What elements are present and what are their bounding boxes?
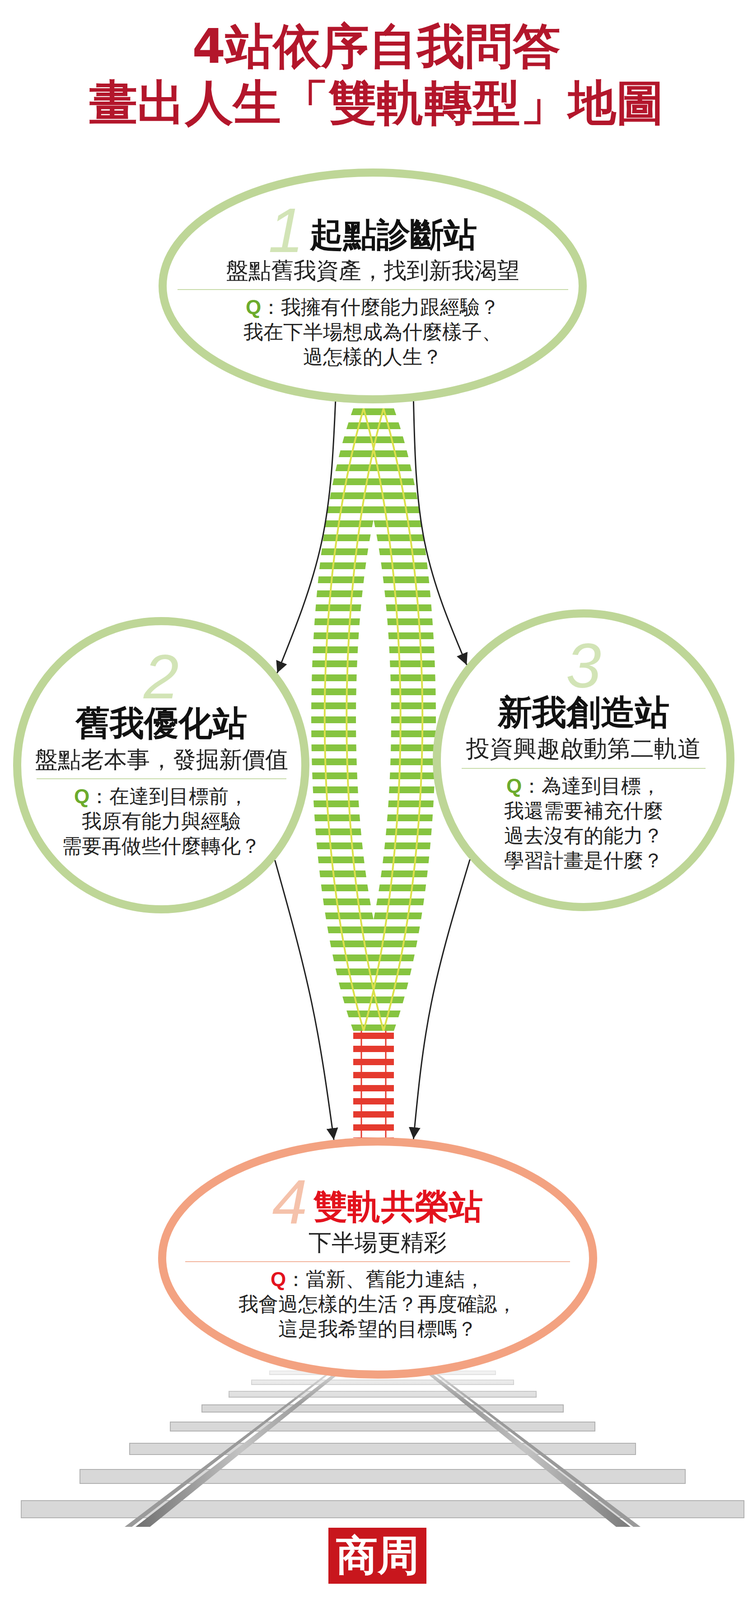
station-heading: 起點診斷站 — [309, 215, 478, 254]
station-node: 3新我創造站投資興趣啟動第二軌道 Q：為達到目標， 我還需要補充什麼 過去沒有的能… — [432, 609, 735, 912]
divider-rule — [36, 778, 287, 780]
flow-arrow — [275, 860, 334, 1140]
divider-rule — [177, 289, 569, 290]
question-box: Q：當新、舊能力連結， 我會過怎樣的生活？再度確認， 這是我希望的目標嗎？ — [158, 1266, 598, 1342]
question-mark: Q — [245, 295, 262, 319]
station-number: 2 — [143, 649, 179, 704]
station-subtitle-box: 盤點舊我資產，找到新我渴望 — [225, 256, 520, 286]
station-subtitle: 盤點舊我資產，找到新我渴望 — [225, 257, 520, 284]
station-content: 3新我創造站投資興趣啟動第二軌道 Q：為達到目標， 我還需要補充什麼 過去沒有的能… — [432, 609, 735, 912]
flow-arrow — [277, 401, 336, 674]
railway-photo — [0, 1355, 753, 1527]
station-ellipse — [17, 621, 306, 910]
station-head-row: 3新我創造站 — [497, 638, 670, 732]
station-outline — [158, 168, 587, 404]
question-box: Q：為達到目標， 我還需要補充什麼 過去沒有的能力？ 學習計畫是什麼？ — [432, 773, 735, 873]
question-text: ：為達到目標， 我還需要補充什麼 過去沒有的能力？ 學習計畫是什麼？ — [504, 774, 664, 872]
station-node: 1起點診斷站盤點舊我資產，找到新我渴望Q：我擁有什麼能力跟經驗？ 我在下半場想成… — [158, 168, 587, 404]
station-subtitle: 下半場更精彩 — [308, 1229, 447, 1256]
brand-logo: 商周 — [328, 1527, 427, 1584]
station-node: 2舊我優化站盤點老本事，發掘新價值 Q：在達到目標前， 我原有能力與經驗 需要再做… — [13, 617, 310, 914]
logo-box — [328, 1527, 427, 1584]
divider-rule — [461, 767, 706, 769]
station-node: 4雙軌共榮站下半場更精彩 Q：當新、舊能力連結， 我會過怎樣的生活？再度確認， 這… — [158, 1137, 598, 1379]
station-number: 3 — [565, 638, 602, 693]
station-content: 1起點診斷站盤點舊我資產，找到新我渴望Q：我擁有什麼能力跟經驗？ 我在下半場想成… — [158, 168, 587, 404]
station-heading: 雙軌共榮站 — [313, 1187, 483, 1226]
station-content: 4雙軌共榮站下半場更精彩 Q：當新、舊能力連結， 我會過怎樣的生活？再度確認， 這… — [158, 1137, 598, 1379]
station-subtitle-box: 投資興趣啟動第二軌道 — [466, 733, 702, 765]
station-head-row: 1起點診斷站 — [268, 203, 478, 255]
track-rails — [324, 408, 423, 1031]
question-mark: Q — [270, 1267, 286, 1291]
question-box: Q：我擁有什麼能力跟經驗？ 我在下半場想成為什麼樣子、 過怎樣的人生？ — [158, 294, 587, 370]
station-ellipse — [162, 1141, 594, 1375]
red-track-ties — [353, 1032, 394, 1138]
divider-rule — [185, 1261, 571, 1263]
station-heading: 舊我優化站 — [75, 703, 248, 743]
flow-arrow — [413, 859, 470, 1140]
question-text: ：在達到目標前， 我原有能力與經驗 需要再做些什麼轉化？ — [61, 784, 261, 858]
question-text: ：我擁有什麼能力跟經驗？ 我在下半場想成為什麼樣子、 過怎樣的人生？ — [243, 295, 502, 369]
station-number: 1 — [268, 203, 304, 258]
station-subtitle: 投資興趣啟動第二軌道 — [466, 734, 702, 763]
station-heading: 新我創造站 — [497, 692, 670, 732]
question-box: Q：在達到目標前， 我原有能力與經驗 需要再做些什麼轉化？ — [13, 783, 310, 859]
question-mark: Q — [506, 774, 522, 797]
flow-arrow — [413, 401, 467, 665]
station-outline — [158, 1137, 598, 1379]
station-subtitle: 盤點老本事，發掘新價值 — [34, 746, 289, 773]
station-head-row: 4雙軌共榮站 — [272, 1174, 484, 1226]
station-ellipse — [162, 172, 583, 400]
station-content: 2舊我優化站盤點老本事，發掘新價值 Q：在達到目標前， 我原有能力與經驗 需要再做… — [13, 617, 310, 914]
station-head-row: 2舊我優化站 — [75, 649, 248, 743]
green-track-ties — [311, 408, 436, 1031]
station-number: 4 — [272, 1174, 308, 1229]
question-mark: Q — [74, 785, 90, 808]
station-subtitle-box: 盤點老本事，發掘新價值 — [34, 744, 289, 775]
diagram-title: 4站依序自我問答 畫出人生「雙軌轉型」地圖 — [45, 18, 708, 131]
red-track-rails — [361, 1030, 386, 1138]
station-subtitle-box: 下半場更精彩 — [308, 1227, 447, 1258]
station-ellipse — [436, 613, 731, 908]
